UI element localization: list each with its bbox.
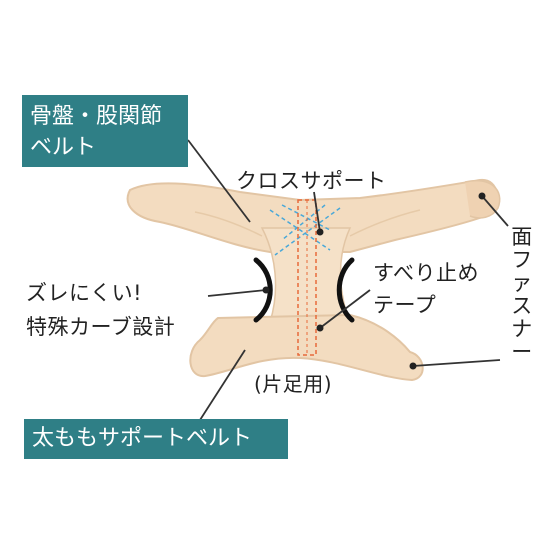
thigh-belt-shape <box>189 313 424 382</box>
cross-support-lines <box>269 204 341 256</box>
curve-design-label: ズレにくい! 特殊カーブ設計 <box>26 281 176 339</box>
hip-belt-label: 骨盤・股関節 ベルト <box>22 95 188 167</box>
leader-dots <box>262 192 486 370</box>
single-leg-label: (片足用) <box>254 372 333 396</box>
panel-stitch <box>194 209 421 237</box>
anti-slip-label: すべり止め テープ <box>373 261 480 317</box>
curve-mark-left <box>253 257 273 323</box>
fastener-label: 面 フ ァ ス ナ ー <box>511 225 533 364</box>
thigh-belt-label: 太ももサポートベルト <box>24 419 288 459</box>
central-body-shape <box>260 227 352 323</box>
curve-mark-right <box>336 257 355 323</box>
cross-support-label: クロスサポート <box>236 169 387 193</box>
leader-lines <box>187 139 509 421</box>
